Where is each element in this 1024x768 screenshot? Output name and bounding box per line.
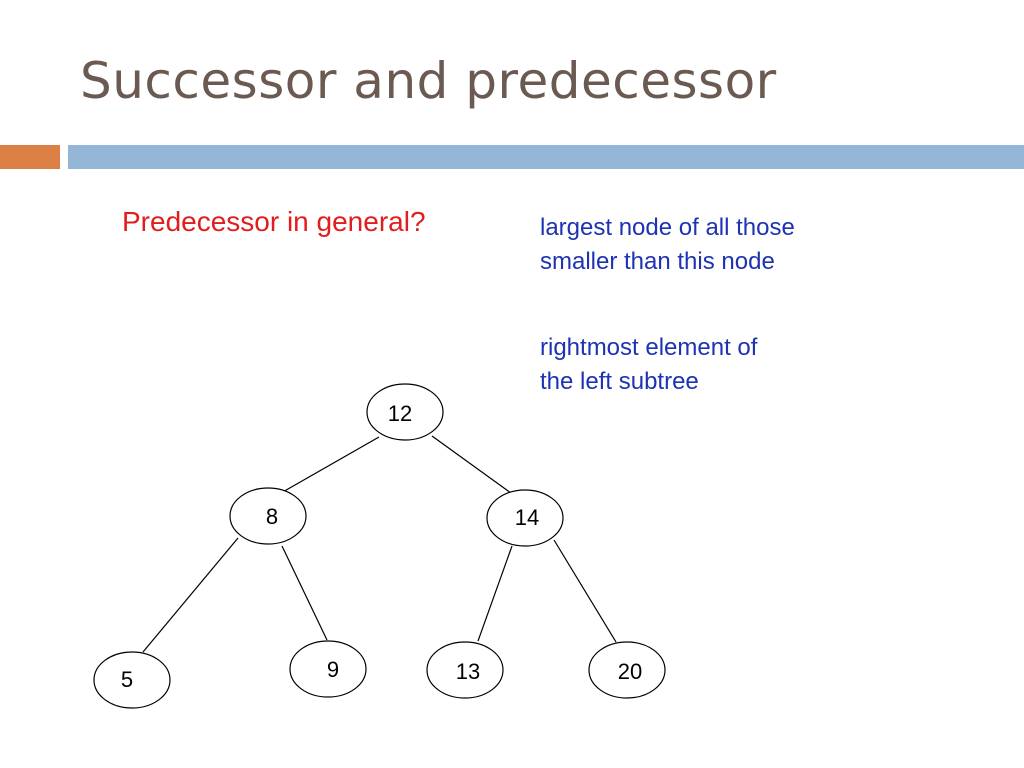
tree-node-9: 9 (289, 640, 367, 698)
tree-node-12: 12 (366, 383, 444, 441)
edge-12-8 (280, 436, 380, 494)
edge-8-9 (281, 545, 328, 641)
tree-node-20: 20 (588, 641, 666, 699)
node-label: 20 (618, 659, 642, 684)
tree-node-5: 5 (93, 651, 171, 709)
tree-edges (142, 435, 617, 653)
accent-bar-orange (0, 145, 60, 169)
slide-title: Successor and predecessor (80, 52, 777, 110)
answer-rightmost-left-subtree: rightmost element of the left subtree (540, 334, 758, 395)
edge-14-13 (477, 545, 513, 642)
answer-largest-smaller: largest node of all those smaller than t… (540, 214, 795, 275)
node-label: 13 (456, 659, 480, 684)
edge-8-5 (142, 537, 239, 653)
node-label: 14 (515, 505, 539, 530)
node-label: 12 (388, 401, 412, 426)
node-label: 9 (327, 657, 339, 682)
node-label: 5 (121, 667, 133, 692)
edge-12-14 (431, 435, 516, 497)
tree-node-13: 13 (426, 641, 504, 699)
tree-node-14: 14 (486, 489, 564, 547)
edge-14-20 (553, 539, 617, 643)
tree-node-8: 8 (229, 487, 307, 545)
accent-bar-blue (68, 145, 1024, 169)
node-label: 8 (266, 504, 278, 529)
predecessor-question: Predecessor in general? (122, 206, 426, 237)
